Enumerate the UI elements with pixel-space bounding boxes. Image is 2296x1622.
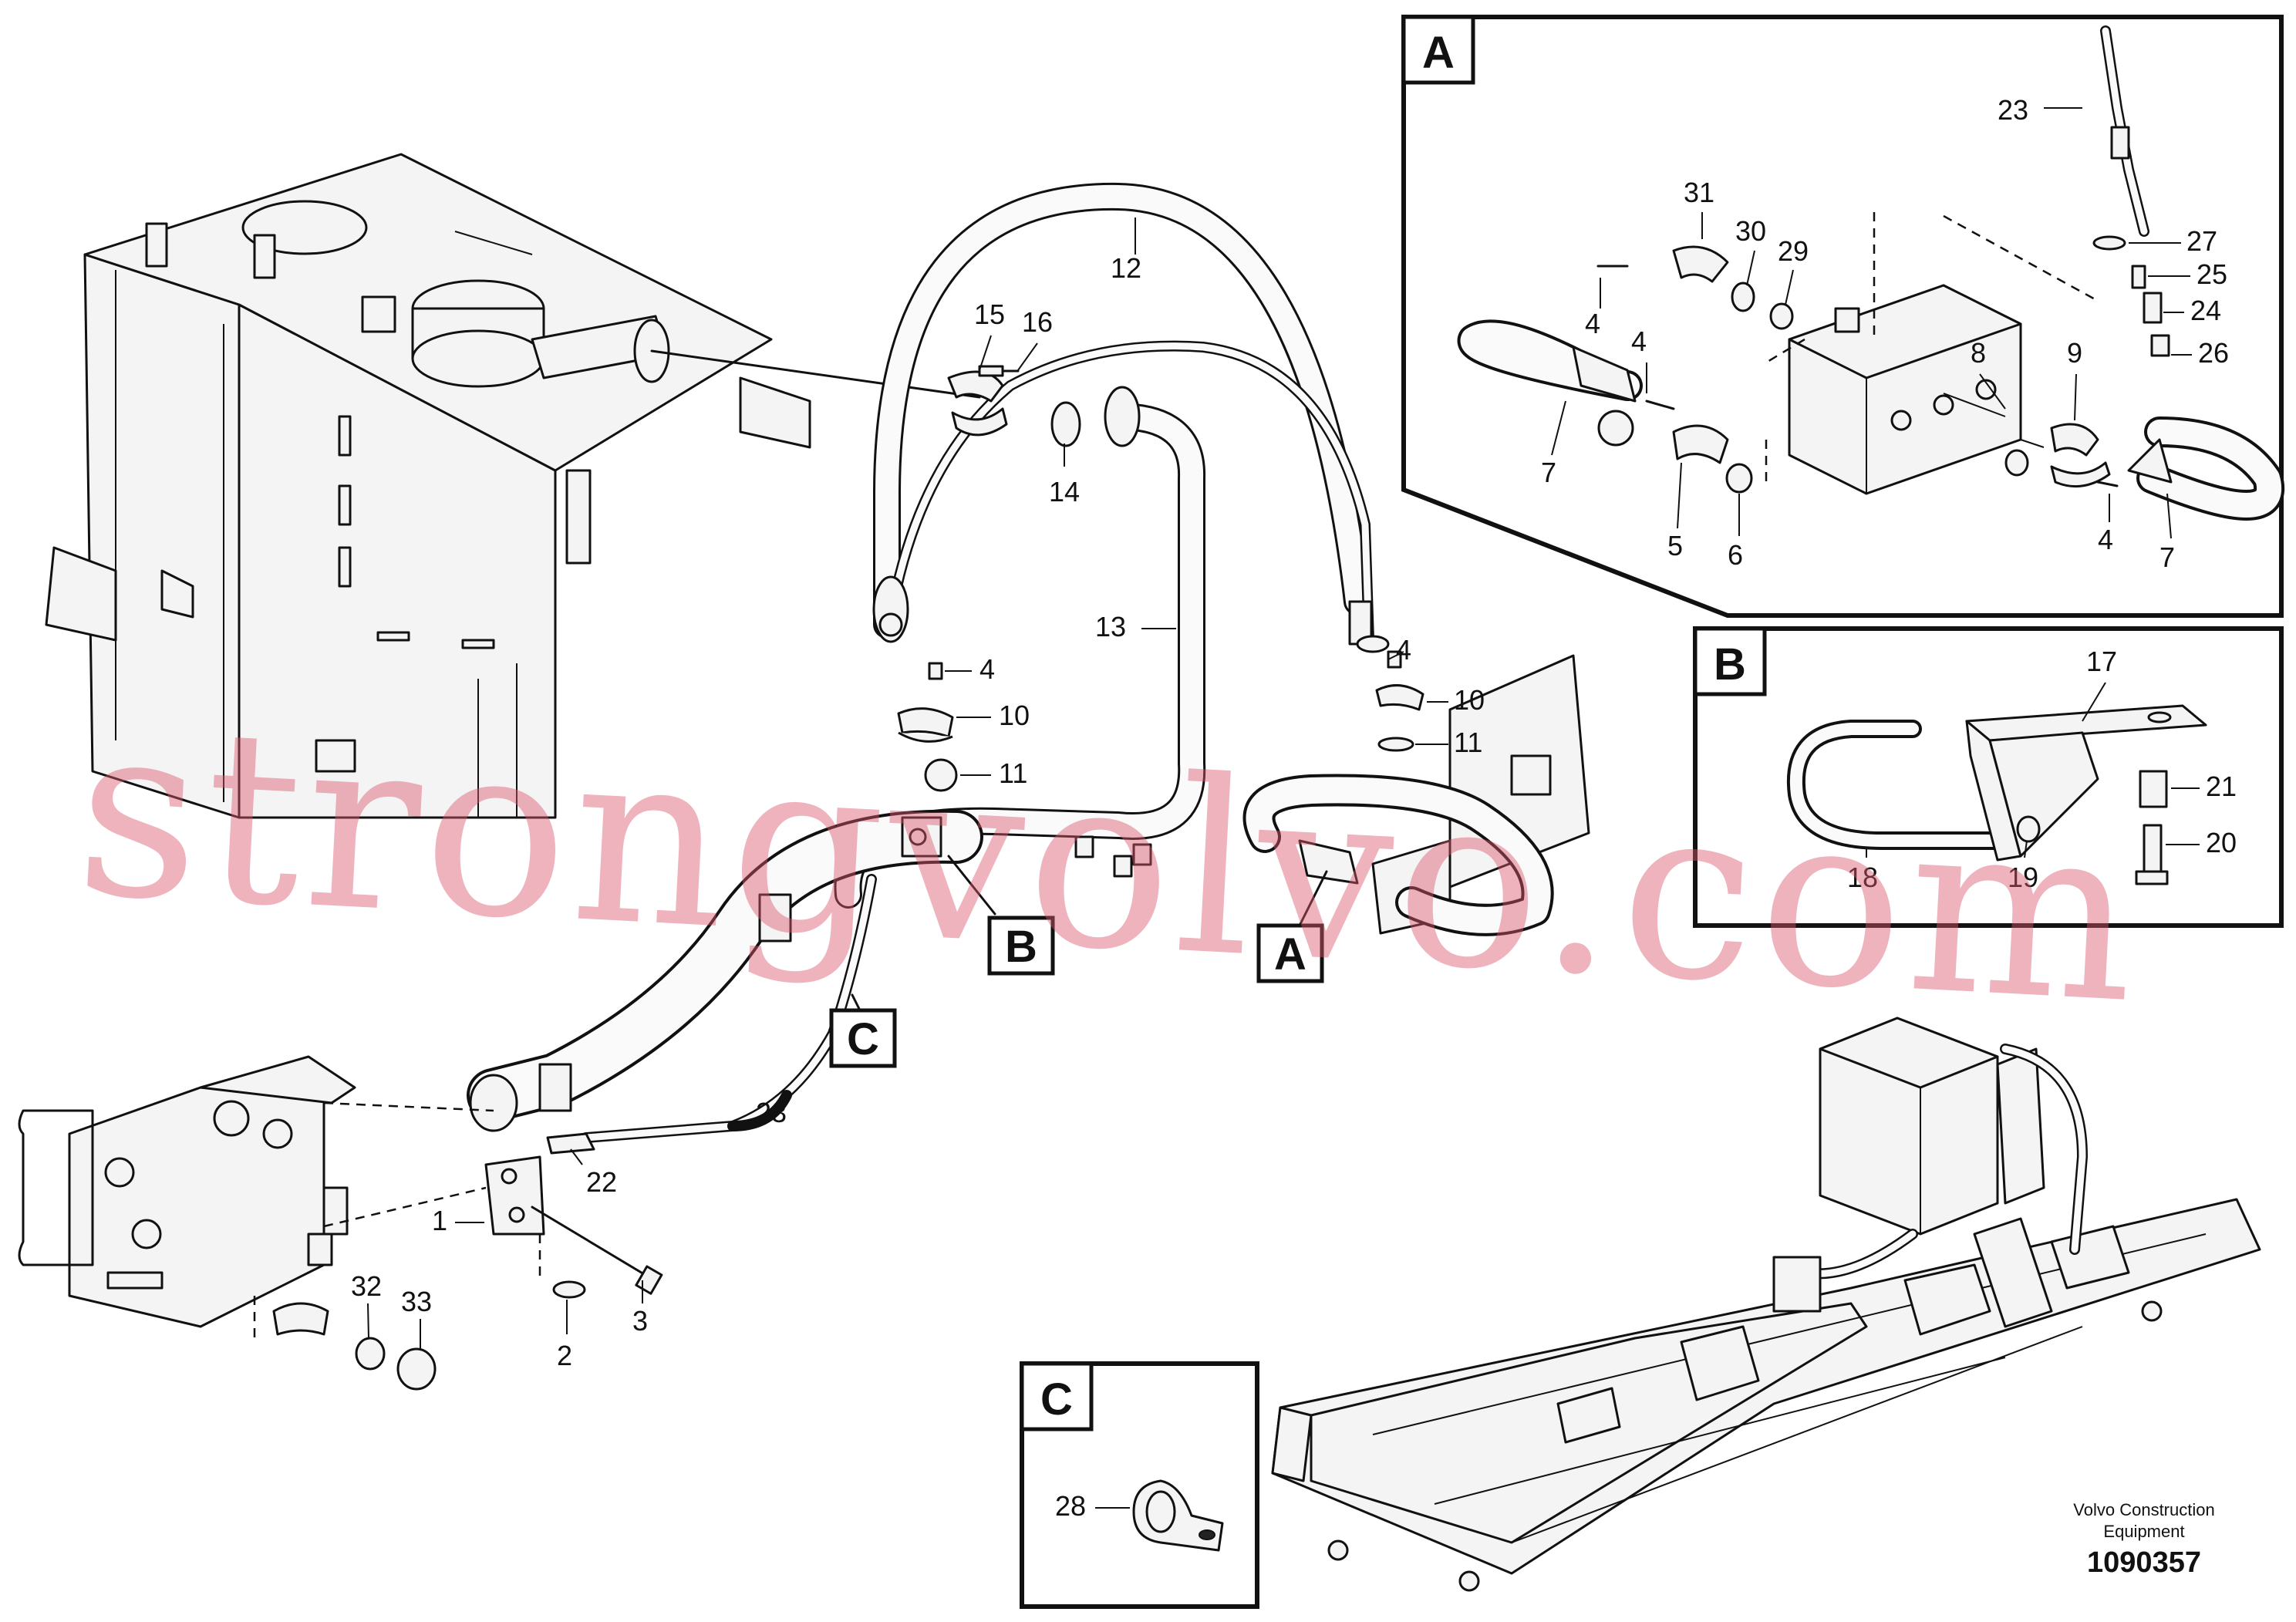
detail-b-callout-20: 20 <box>2206 827 2237 858</box>
view-tag-B: B <box>947 855 1055 976</box>
callout-4-left: 4 <box>979 653 995 685</box>
detail-a-callout-30: 30 <box>1735 215 1766 247</box>
callout-12: 12 <box>1111 252 1141 284</box>
callout-10-right: 10 <box>1454 684 1485 716</box>
detail-b-callout-21: 21 <box>2206 771 2237 802</box>
hydraulic-pump-drawing <box>18 1055 494 1342</box>
detail-a-callout-4-mid: 4 <box>1631 325 1647 357</box>
detail-panel-C: C 28 <box>1020 1361 1259 1609</box>
hose-12 <box>873 182 1371 639</box>
detail-a-callout-4-right: 4 <box>2098 524 2113 555</box>
detail-a-callout-29: 29 <box>1778 235 1809 267</box>
detail-b-callout-19: 19 <box>2008 862 2038 893</box>
callout-33: 33 <box>401 1286 432 1317</box>
view-tag-A: A <box>1256 870 1328 983</box>
clamp-set-right <box>1375 650 1424 752</box>
detail-a-callout-27: 27 <box>2186 225 2217 257</box>
callout-15: 15 <box>974 298 1005 330</box>
detail-a-callout-4-upper: 4 <box>1585 308 1600 339</box>
callout-13: 13 <box>1095 611 1126 642</box>
detail-a-callout-7-right: 7 <box>2159 541 2175 573</box>
view-tag-label-C: C <box>847 1014 879 1064</box>
detail-b-callout-17: 17 <box>2086 646 2117 677</box>
detail-a-callout-7-left: 7 <box>1541 457 1556 488</box>
callout-16: 16 <box>1022 306 1053 338</box>
detail-panel-A: A <box>1401 15 2284 618</box>
fittings-lower <box>272 1132 663 1391</box>
clamp-set-left <box>897 662 958 858</box>
large-suction-hose <box>467 809 983 1132</box>
maker-line-2: Equipment <box>2103 1522 2184 1541</box>
callout-1: 1 <box>432 1205 447 1236</box>
flange-15-16-14 <box>947 365 1081 447</box>
callout-11-left: 11 <box>999 757 1027 789</box>
callout-14: 14 <box>1049 476 1080 508</box>
detail-c-callout-28: 28 <box>1055 1490 1086 1522</box>
document-number: 1090357 <box>2087 1546 2201 1579</box>
detail-b-callout-18: 18 <box>1847 862 1878 893</box>
thin-hose-fine <box>885 340 1374 646</box>
machine-frame-drawing <box>1271 1017 2261 1592</box>
callout-32: 32 <box>351 1270 382 1302</box>
detail-a-callout-25: 25 <box>2197 258 2227 290</box>
detail-a-callout-31: 31 <box>1684 177 1714 208</box>
hydraulic-tank-drawing <box>45 153 981 819</box>
detail-a-callout-5: 5 <box>1667 530 1683 561</box>
detail-a-callout-24: 24 <box>2190 295 2221 326</box>
maker-line-1: Volvo Construction <box>2073 1500 2214 1519</box>
detail-label-C: C <box>1040 1374 1073 1425</box>
detail-a-callout-8: 8 <box>1971 337 1986 369</box>
callout-3: 3 <box>632 1305 648 1337</box>
callout-10-left: 10 <box>999 700 1030 731</box>
callout-2: 2 <box>557 1340 572 1371</box>
footer-block: Volvo Construction Equipment 1090357 <box>2073 1500 2214 1579</box>
detail-a-callout-26: 26 <box>2198 337 2229 369</box>
hose-fittings <box>872 575 1390 653</box>
callout-22-text: 22 <box>586 1166 617 1198</box>
detail-a-callout-6: 6 <box>1728 539 1743 571</box>
detail-a-callout-23: 23 <box>1998 94 2028 126</box>
callout-23: 23 <box>756 1097 787 1128</box>
callout-11-right: 11 <box>1454 727 1482 758</box>
detail-label-B: B <box>1714 639 1746 690</box>
callout-4-right: 4 <box>1396 634 1411 666</box>
view-tag-label-A: A <box>1274 929 1306 980</box>
main-callouts: 12 15 16 14 13 4 10 11 4 10 11 23 1 2 3 … <box>351 218 1485 1371</box>
view-tag-label-B: B <box>1005 922 1037 972</box>
detail-label-A: A <box>1422 28 1455 78</box>
detail-panel-B: B 17 21 20 18 19 <box>1693 626 2284 928</box>
detail-a-callout-9: 9 <box>2067 337 2082 369</box>
view-tag-C: C <box>829 993 897 1068</box>
control-valve-right <box>1242 654 1590 936</box>
